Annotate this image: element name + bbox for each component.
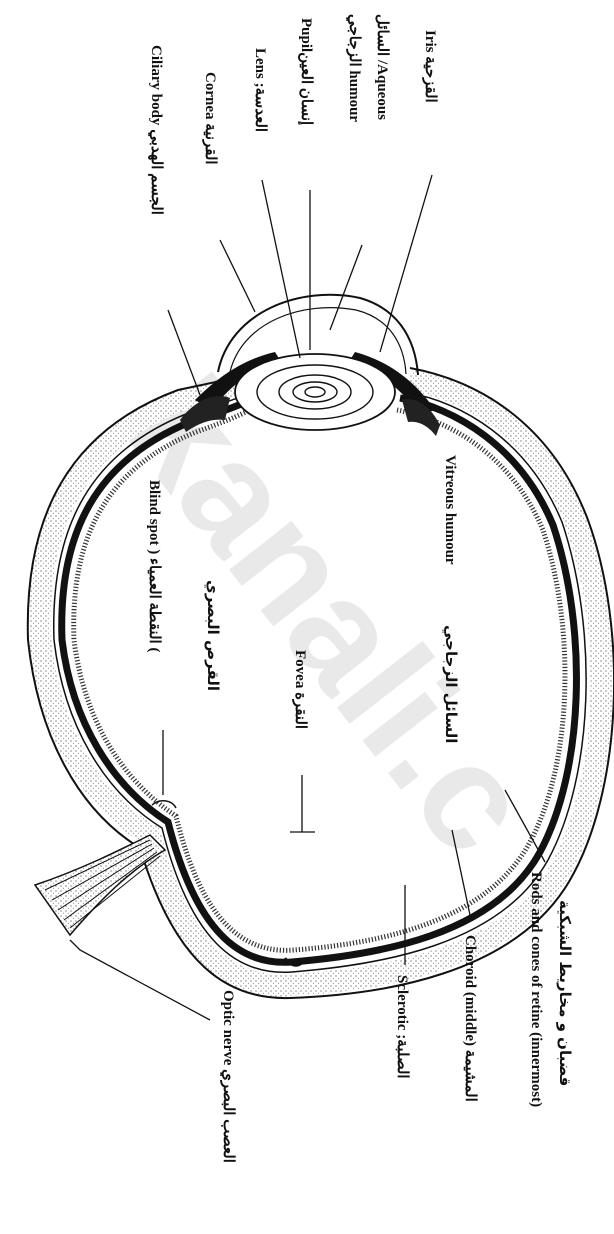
label-blind-2: Blind spot ) النقطة العمياء ( bbox=[146, 480, 162, 652]
label-aqueous-1: السائل /Aqueous bbox=[374, 14, 390, 120]
label-rods-1: قضبان و مخاريط الشبكية bbox=[556, 900, 574, 1086]
label-rods-2: Rods and cones of retine (innermost) bbox=[528, 872, 544, 1107]
leader-cornea bbox=[220, 240, 255, 312]
label-lens: Lens ;العدسة bbox=[252, 48, 268, 132]
label-blind-1: القرص البصري bbox=[203, 580, 222, 691]
label-sclerotic: Sclerotic ;الصلبة bbox=[394, 975, 410, 1079]
optic-nerve bbox=[35, 835, 165, 935]
leader-aqueous bbox=[330, 245, 362, 330]
label-optic: Optic nerve العصب البصري bbox=[219, 990, 236, 1163]
label-vitreous-en: Vitreous humour bbox=[442, 455, 458, 565]
label-pupil: Pupilإنسان العين bbox=[298, 18, 314, 125]
label-ciliary: Ciliary body الجسم الهدبي bbox=[147, 45, 164, 215]
label-fovea: Fovea النقرة bbox=[292, 650, 308, 729]
label-iris: Iris القزحية bbox=[422, 30, 438, 103]
label-choroid: Choroid (middle) المشيمة bbox=[462, 935, 478, 1102]
label-vitreous-ar: السائل الزجاجي bbox=[442, 625, 460, 743]
leader-iris bbox=[380, 175, 432, 352]
label-aqueous-2: الزجاجي humour bbox=[345, 14, 362, 122]
leader-lens bbox=[262, 180, 300, 358]
lens bbox=[235, 354, 395, 430]
label-cornea: Cornea القرنية bbox=[202, 72, 218, 165]
